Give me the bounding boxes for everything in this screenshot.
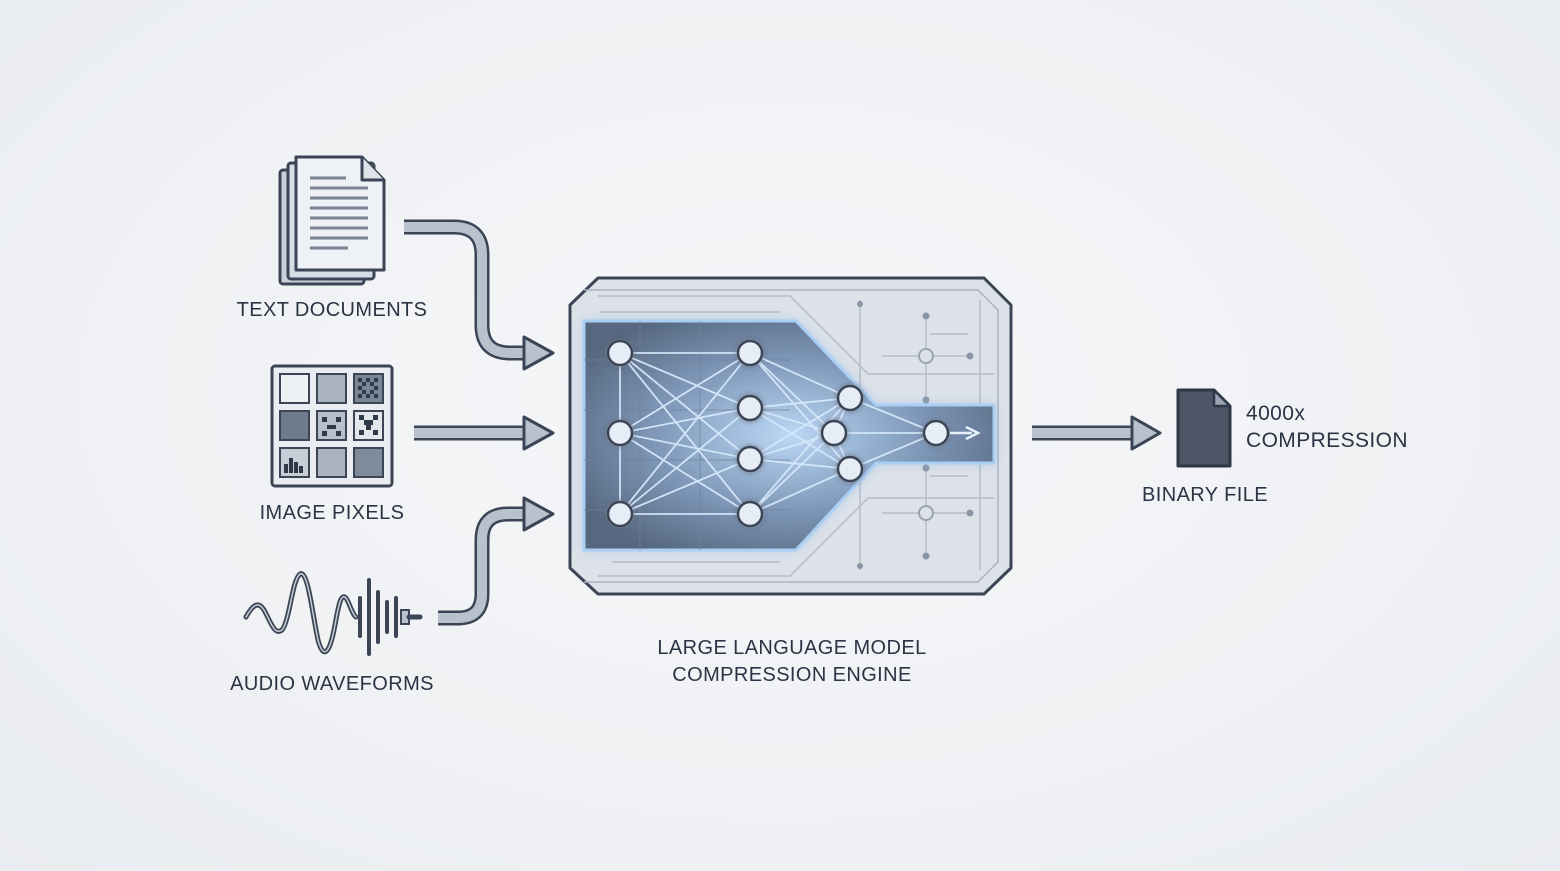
audio-input-arrow	[438, 496, 555, 626]
engine-label-line1: LARGE LANGUAGE MODEL	[657, 637, 927, 659]
output-arrow	[1032, 415, 1162, 451]
network-nodes	[606, 339, 950, 528]
engine-label: LARGE LANGUAGE MODEL COMPRESSION ENGINE	[592, 635, 992, 689]
network-edges	[619, 352, 937, 515]
text-documents-label: TEXT DOCUMENTS	[236, 299, 428, 321]
image-input-arrow	[414, 415, 555, 451]
audio-waveforms-label: AUDIO WAVEFORMS	[230, 673, 434, 695]
compression-ratio-value: 4000x	[1246, 402, 1306, 425]
compression-ratio-text: COMPRESSION	[1246, 429, 1408, 452]
audio-waveform-icon	[243, 571, 423, 656]
binary-file-label: BINARY FILE	[1142, 484, 1268, 506]
compression-engine	[568, 276, 1013, 596]
engine-output-arrow	[950, 425, 981, 441]
binary-file-icon	[1176, 388, 1232, 468]
text-input-arrow	[404, 219, 555, 371]
pixel-grid-icon	[270, 364, 394, 488]
compression-ratio-label: 4000x COMPRESSION	[1246, 400, 1408, 454]
document-stack-icon	[278, 155, 386, 286]
image-pixels-label: IMAGE PIXELS	[259, 502, 405, 524]
engine-label-line2: COMPRESSION ENGINE	[672, 664, 912, 686]
